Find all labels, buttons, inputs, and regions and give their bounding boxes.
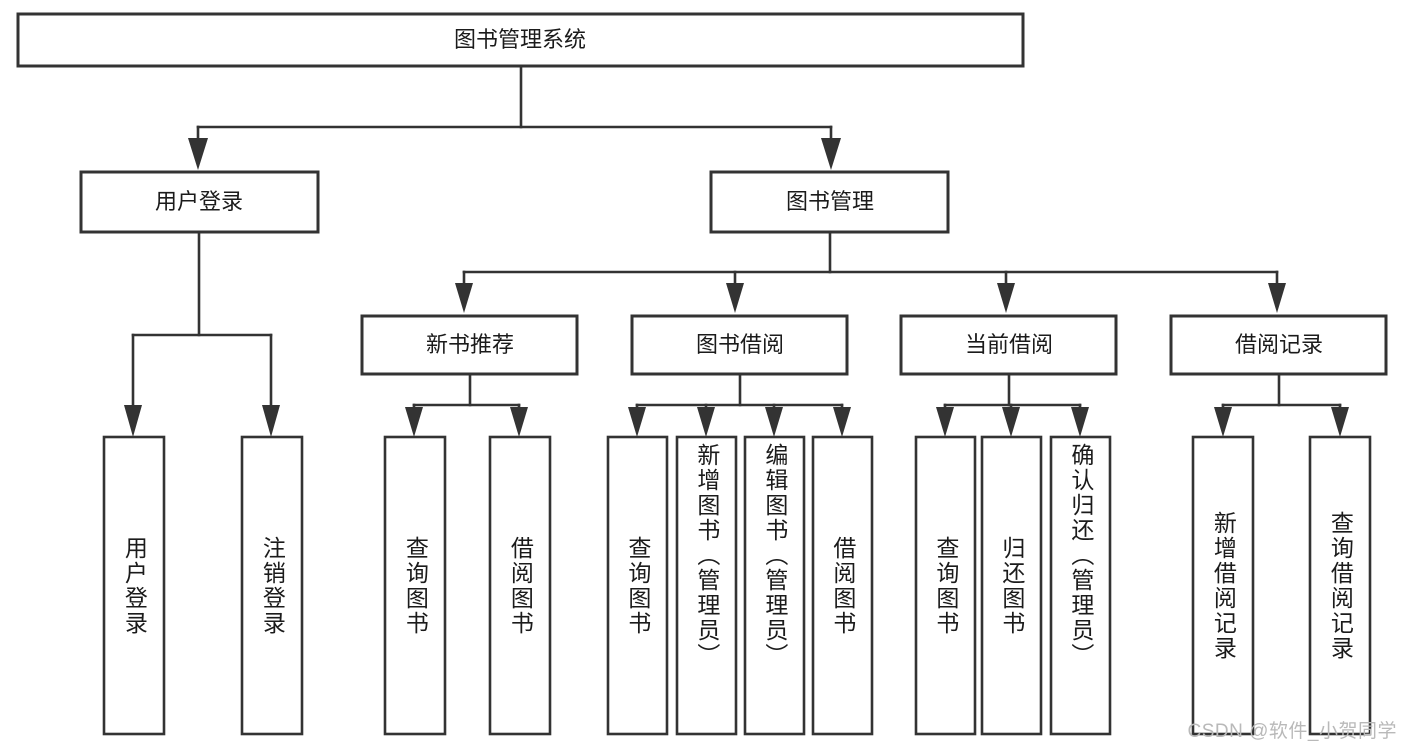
node-box-root[interactable] [16,12,1025,68]
arrow-head-nbr-2 [510,407,528,437]
arrow-head-current-borrow [997,283,1015,313]
arrow-head-book-borrow [726,283,744,313]
node-box-leaf-query-book-3[interactable] [914,435,977,736]
arrow-head-new-book-rec [455,283,473,313]
arrow-head-cb-1 [936,407,954,437]
arrow-head-cb-2 [1002,407,1020,437]
node-box-leaf-borrow-book-1[interactable] [488,435,552,736]
arrow-head-book-manage [821,138,841,170]
arrow-head-cb-3 [1071,407,1089,437]
arrow-head-leaf-user-logout [262,405,280,437]
node-box-leaf-edit-book-admin[interactable] [743,435,806,736]
node-box-leaf-add-borrow-record[interactable] [1191,435,1255,736]
arrow-head-borrow-record [1268,283,1286,313]
node-label-user-login: 用户登录 [155,189,243,214]
node-label-current-borrow: 当前借阅 [965,332,1053,357]
arrow-head-bb-1 [628,407,646,437]
node-box-leaf-query-book-2[interactable] [606,435,669,736]
arrow-head-br-1 [1214,407,1232,437]
node-box-book-borrow[interactable] [630,314,849,376]
arrow-head-leaf-user-login [124,405,142,437]
node-label-borrow-record: 借阅记录 [1235,332,1323,357]
node-box-leaf-query-book-1[interactable] [383,435,447,736]
node-label-book-manage: 图书管理 [786,189,874,214]
arrow-head-br-2 [1331,407,1349,437]
node-box-leaf-user-logout[interactable] [240,435,304,736]
node-box-leaf-add-book-admin[interactable] [675,435,738,736]
node-box-leaf-query-borrow-record[interactable] [1308,435,1372,736]
arrow-head-bb-2 [697,407,715,437]
arrow-head-bb-3 [765,407,783,437]
arrow-head-user-login [188,138,208,170]
node-box-leaf-return-book[interactable] [980,435,1043,736]
node-label-new-book-rec: 新书推荐 [426,332,514,357]
node-label-root: 图书管理系统 [454,27,586,52]
node-box-borrow-record[interactable] [1169,314,1388,376]
node-box-new-book-rec[interactable] [360,314,579,376]
node-box-current-borrow[interactable] [899,314,1118,376]
node-label-book-borrow: 图书借阅 [696,332,784,357]
arrow-head-bb-4 [833,407,851,437]
node-box-leaf-borrow-book-2[interactable] [811,435,874,736]
csdn-watermark: CSDN @软件_小贺同学 [1187,721,1397,742]
node-box-leaf-user-login[interactable] [102,435,166,736]
node-box-leaf-confirm-return-admin[interactable] [1049,435,1112,736]
arrow-head-nbr-1 [405,407,423,437]
node-box-book-manage[interactable] [709,170,950,234]
